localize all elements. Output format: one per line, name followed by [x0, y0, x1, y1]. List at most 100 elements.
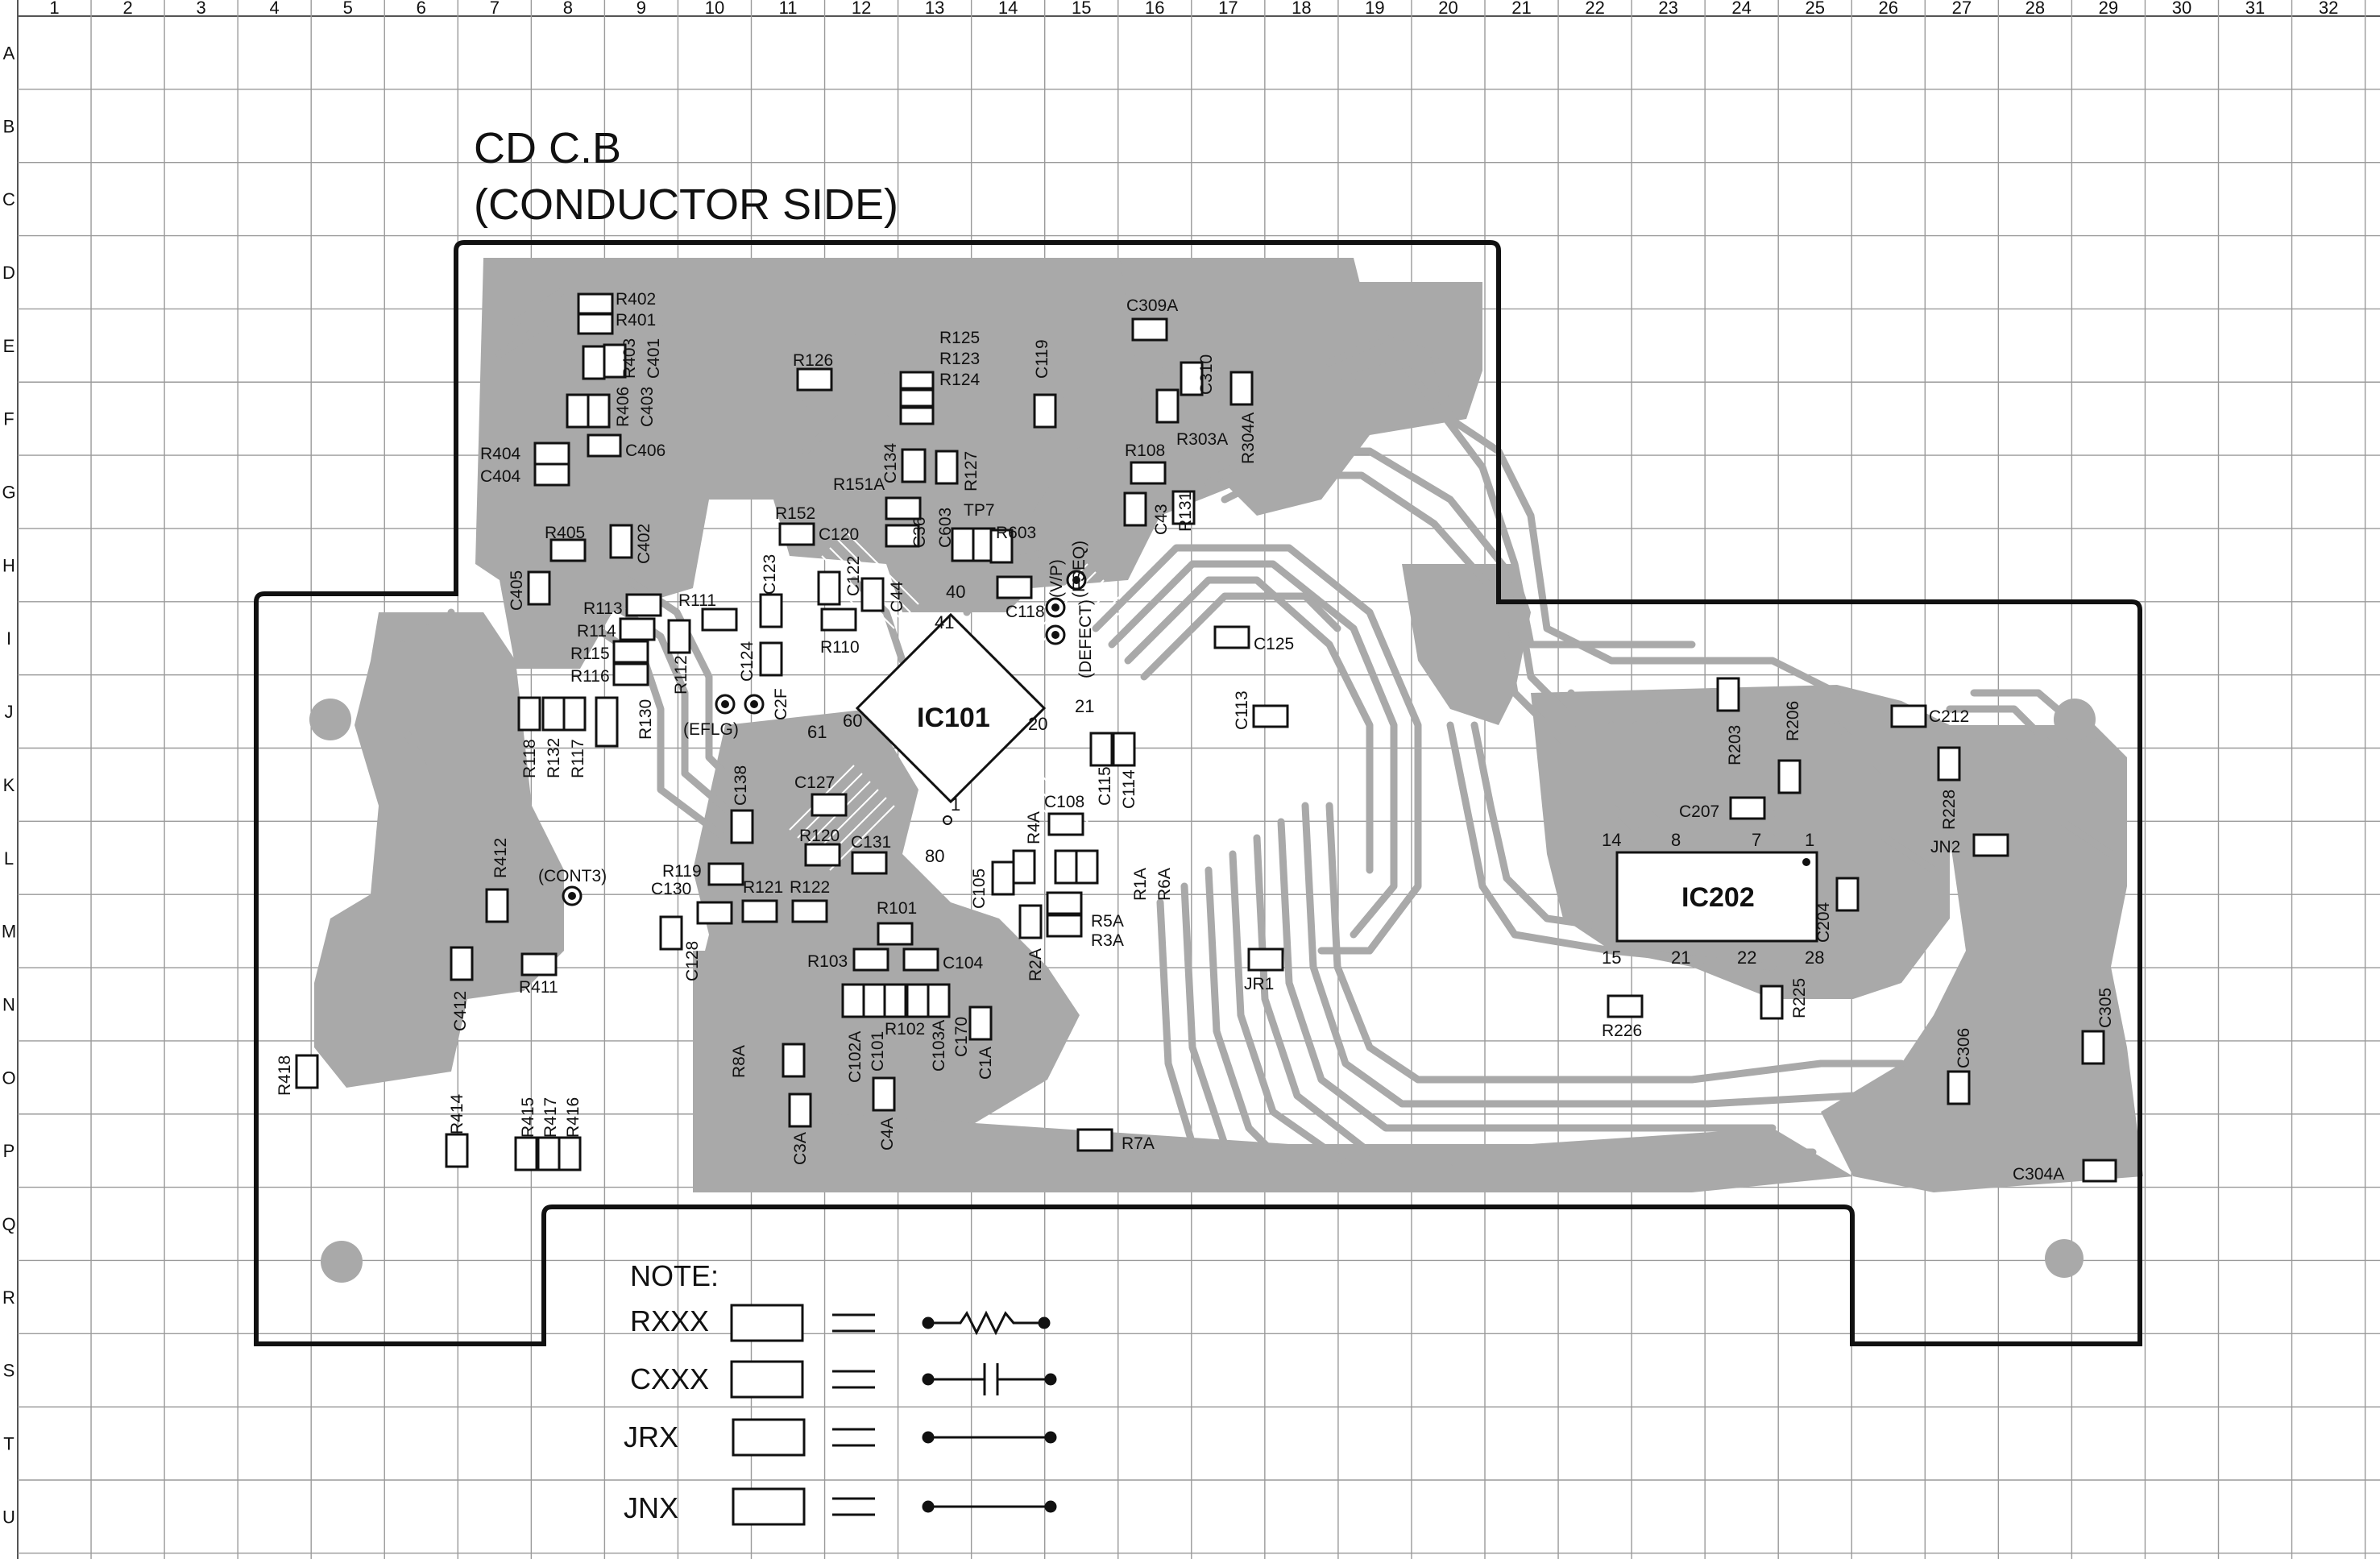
grid-column-label: 31: [2245, 0, 2265, 18]
component-footprint: [2081, 1030, 2105, 1065]
component-footprint: [741, 899, 778, 923]
component-footprint: [295, 1054, 319, 1089]
component-label: R8A: [730, 1045, 748, 1078]
component-label: C44: [888, 581, 906, 612]
component-label: C125: [1254, 635, 1294, 653]
test-point-center: [1051, 631, 1059, 639]
component-footprint: [899, 371, 935, 390]
component-footprint: [872, 1076, 896, 1112]
component-footprint: [991, 860, 1015, 896]
legend-label: RXXX: [630, 1304, 709, 1337]
component-label: R303A: [1176, 430, 1228, 449]
component-footprint: [1777, 759, 1802, 794]
component-label: R113: [583, 599, 623, 618]
component-footprint: [527, 570, 551, 606]
component-footprint: [804, 843, 841, 867]
component-label: R403: [620, 338, 639, 379]
ic202-pin-15: 15: [1602, 947, 1621, 968]
mounting-hole: [309, 699, 351, 740]
component-footprint: [778, 522, 815, 546]
grid-column-label: 19: [1365, 0, 1384, 18]
component-label: C36: [910, 516, 929, 548]
ic202-pin-28: 28: [1805, 947, 1824, 968]
component-label: R401: [616, 311, 656, 330]
component-label: R225: [1790, 978, 1809, 1018]
test-point-label: (CONT3): [538, 867, 607, 885]
component-footprint: [517, 696, 541, 732]
board-title-line1: CD C.B: [474, 124, 621, 172]
ic101-pin-80: 80: [925, 846, 944, 866]
legend-footprint: [732, 1418, 806, 1457]
grid-row-label: T: [3, 1434, 14, 1454]
component-footprint: [877, 922, 914, 946]
component-footprint: [1835, 877, 1860, 912]
grid-row-label: B: [3, 116, 15, 136]
component-label: C412: [451, 991, 470, 1031]
copper-pour-bottom-left: [693, 951, 806, 1192]
equivalence-icon: [832, 1313, 875, 1333]
component-label: R411: [519, 978, 558, 997]
component-footprint: [782, 1043, 806, 1078]
component-label: C128: [683, 941, 702, 981]
component-label: R412: [491, 838, 510, 878]
component-footprint: [612, 662, 649, 686]
component-footprint: [2082, 1159, 2117, 1183]
component-footprint: [587, 433, 622, 458]
component-footprint: [558, 1136, 582, 1171]
component-label: R414: [448, 1093, 466, 1134]
component-footprint: [935, 450, 959, 485]
legend-label: JNX: [624, 1491, 678, 1524]
component-label: C304A: [2013, 1165, 2064, 1184]
grid-column-label: 21: [1511, 0, 1531, 18]
test-point-center: [568, 892, 576, 900]
ic101-pin-41: 41: [935, 612, 954, 632]
component-footprint: [485, 888, 509, 923]
component-label: R103: [807, 952, 848, 971]
grid-row-label: O: [2, 1068, 15, 1088]
component-label: JR1: [1244, 975, 1274, 993]
component-footprint: [1112, 732, 1136, 767]
component-footprint: [1089, 732, 1113, 767]
component-label: C401: [645, 338, 663, 379]
grid-row-label: M: [2, 922, 16, 942]
component-label: C3A: [791, 1132, 810, 1165]
component-footprint: [1130, 461, 1167, 485]
legend-footprint: [730, 1360, 804, 1399]
component-footprint: [885, 524, 920, 548]
mounting-hole: [2054, 699, 2096, 740]
component-footprint: [587, 393, 611, 429]
legend-heading: NOTE:: [630, 1259, 719, 1292]
grid-row-label: J: [5, 702, 14, 722]
component-footprint: [1180, 361, 1204, 396]
component-footprint: [667, 619, 691, 654]
component-footprint: [883, 983, 907, 1018]
test-point-label: (FSEQ): [1070, 541, 1088, 598]
component-label: TP7: [964, 501, 995, 520]
ic202-pin1-marker: [1802, 858, 1810, 866]
component-label: C120: [819, 525, 859, 544]
grid-row-label: Q: [2, 1214, 15, 1234]
component-footprint: [951, 527, 975, 562]
component-label: C101: [869, 1031, 887, 1072]
grid-row-label: D: [2, 263, 15, 283]
component-footprint: [520, 952, 558, 976]
component-label: C127: [794, 773, 835, 792]
ic202-pin-7: 7: [1752, 830, 1761, 850]
component-label: R130: [636, 699, 655, 740]
grid-column-label: 10: [705, 0, 724, 18]
component-footprint: [851, 851, 888, 875]
component-footprint: [659, 915, 683, 951]
component-label: R402: [616, 290, 656, 309]
ic101-pin-1: 1: [951, 794, 960, 815]
test-point-label: (DEFECT): [1076, 599, 1095, 678]
grid-column-label: 26: [1879, 0, 1898, 18]
component-label: C104: [943, 954, 984, 972]
component-footprint: [707, 862, 744, 886]
mounting-hole: [321, 1241, 363, 1283]
component-label: C122: [844, 556, 863, 596]
component-footprint: [582, 345, 606, 380]
component-label: C310: [1197, 355, 1216, 395]
component-label: R203: [1726, 725, 1744, 765]
grid-column-label: 4: [270, 0, 280, 18]
